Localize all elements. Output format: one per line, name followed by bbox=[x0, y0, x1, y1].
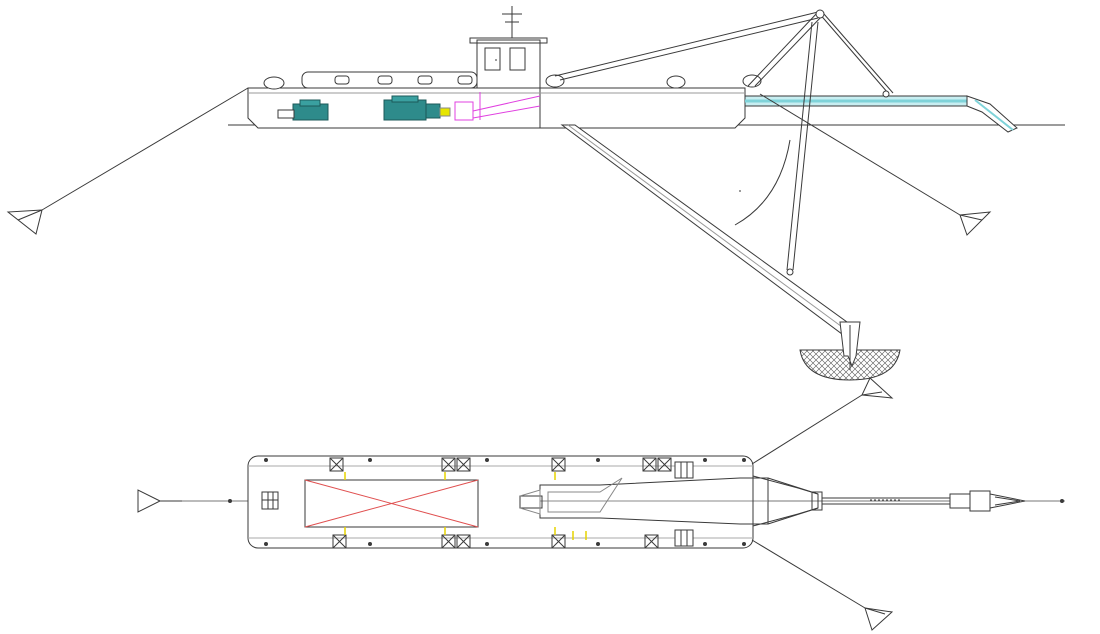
bollard-icon bbox=[329, 457, 344, 472]
plan-view bbox=[137, 377, 1065, 631]
bollard-icon bbox=[441, 457, 471, 472]
anchor-icon bbox=[137, 489, 182, 513]
a-frame-gantry bbox=[554, 9, 894, 276]
anchor-icon bbox=[6, 209, 43, 235]
winch-icon bbox=[263, 76, 285, 90]
bollard-icon bbox=[642, 457, 672, 472]
bollard-icon bbox=[551, 534, 566, 549]
anchor-icon bbox=[861, 377, 894, 399]
yellow-markers bbox=[344, 472, 587, 540]
bow-frame bbox=[752, 475, 823, 527]
engine-main bbox=[383, 95, 451, 121]
winch-icon bbox=[674, 529, 694, 547]
hopper-well bbox=[304, 479, 479, 528]
cutter-head-icon bbox=[949, 490, 1026, 512]
winch-icon bbox=[674, 461, 694, 479]
bollard-icon bbox=[644, 534, 659, 549]
engine-casing bbox=[301, 71, 478, 89]
winch-icon bbox=[742, 74, 762, 88]
anchor-wire bbox=[41, 87, 249, 211]
dredge-pump bbox=[454, 92, 541, 121]
anchor-wire bbox=[759, 93, 961, 216]
deck-fittings bbox=[228, 458, 1064, 546]
cutter-ladder bbox=[560, 124, 859, 341]
winch-icon bbox=[545, 74, 565, 88]
bollard-icon bbox=[332, 534, 347, 549]
engine-aux bbox=[277, 99, 329, 121]
wheelhouse bbox=[476, 39, 541, 89]
swing-wire bbox=[751, 539, 866, 609]
discharge-pipe bbox=[744, 95, 1018, 133]
cutter-head-icon bbox=[799, 321, 901, 381]
winch-icon bbox=[666, 75, 686, 89]
side-elevation-view bbox=[6, 6, 1065, 381]
winch-icon bbox=[261, 491, 279, 510]
anchor-icon bbox=[864, 607, 894, 631]
hull-profile bbox=[247, 87, 746, 129]
anchor-icon bbox=[959, 211, 992, 236]
bollard-icon bbox=[441, 534, 471, 549]
swing-wire bbox=[751, 394, 863, 465]
bollard-icon bbox=[551, 457, 566, 472]
